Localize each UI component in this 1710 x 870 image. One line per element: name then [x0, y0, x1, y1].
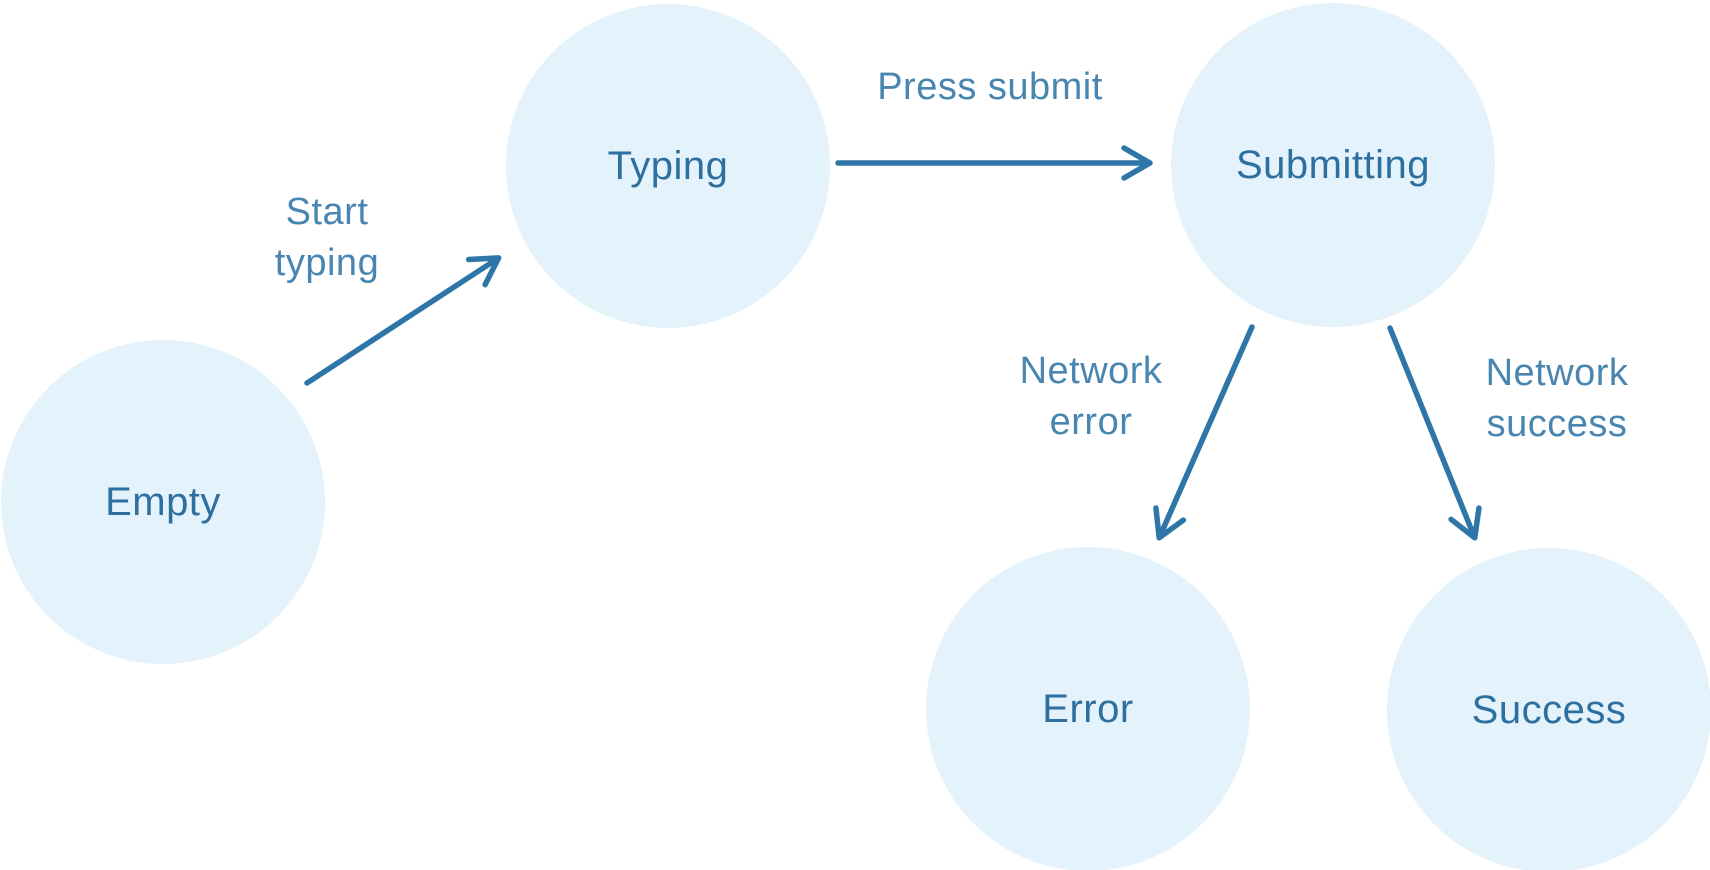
- transition-label-network-success: Network success: [1485, 352, 1629, 445]
- transition-label-press-submit: Press submit: [877, 66, 1103, 108]
- state-node-submitting: Submitting: [1171, 3, 1495, 327]
- state-node-empty: Empty: [1, 340, 325, 664]
- state-label-typing: Typing: [607, 143, 729, 188]
- state-node-error: Error: [926, 547, 1250, 870]
- transition-label-network-error: Network error: [1019, 350, 1163, 443]
- state-node-typing: Typing: [506, 4, 830, 328]
- state-label-error: Error: [1042, 686, 1134, 731]
- state-node-success: Success: [1387, 548, 1710, 870]
- transition-label-start-typing: Start typing: [274, 191, 380, 284]
- state-label-submitting: Submitting: [1236, 142, 1430, 187]
- state-label-success: Success: [1471, 687, 1627, 732]
- state-label-empty: Empty: [105, 479, 221, 524]
